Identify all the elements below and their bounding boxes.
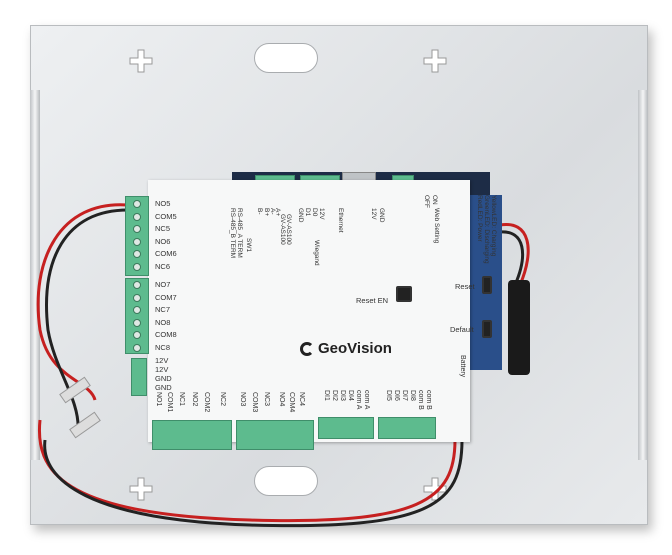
logo-mark-icon	[300, 341, 314, 356]
reset-label: Reset	[455, 282, 475, 291]
terminal-label: NO7	[155, 280, 171, 289]
terminal-label: NO8	[155, 317, 171, 327]
board-label: Wiegand	[313, 240, 320, 266]
input-terminal-block-b	[378, 417, 436, 439]
terminal-screw[interactable]	[133, 212, 141, 221]
brand-name: GeoVision	[318, 340, 392, 357]
power-terminal-label: GND	[155, 374, 172, 383]
input-label: DI2	[331, 390, 338, 401]
board-label: 12V	[318, 208, 325, 220]
terminal-label: NO5	[155, 199, 171, 208]
board-label: ON	[431, 195, 438, 205]
battery-label: Battery	[459, 355, 466, 378]
right-flange	[638, 90, 648, 460]
terminal-label: COM7	[155, 292, 177, 302]
board-label: D1	[304, 208, 311, 217]
board-label: 12V	[370, 208, 377, 220]
bottom-slot	[254, 466, 318, 496]
input-label: DI8	[409, 390, 416, 401]
board-label: D0	[311, 208, 318, 217]
terminal-screw[interactable]	[133, 250, 141, 258]
terminal-screw[interactable]	[133, 318, 141, 327]
board-label: GreenLED: Discharging	[483, 195, 490, 264]
terminal-label: COM5	[155, 211, 177, 221]
terminal-label: NC8	[155, 342, 171, 352]
board-label: SW1	[245, 238, 252, 253]
relay-label: COM2	[203, 392, 210, 413]
terminal-label: NO6	[155, 236, 171, 246]
reset-en-button[interactable]	[396, 286, 412, 302]
board-label: GND	[297, 208, 304, 223]
dc-power-jack	[508, 280, 530, 375]
power-terminal-block	[131, 358, 147, 396]
board-label: Web Setting	[433, 208, 440, 244]
input-terminal-block-a	[318, 417, 374, 439]
relay-label: NO3	[239, 392, 246, 407]
input-label: com A	[363, 390, 370, 410]
power-terminal-label: GND	[155, 383, 172, 392]
relay-label: NO2	[191, 392, 198, 407]
power-terminal-label: 12V	[155, 356, 169, 365]
input-label: DI5	[385, 390, 392, 401]
geovision-logo: GeoVision	[300, 340, 392, 357]
controller-label-sheet	[148, 180, 470, 442]
relay-label: NO4	[278, 392, 285, 407]
terminal-label: COM6	[155, 249, 177, 258]
relay-label: NC4	[298, 392, 305, 407]
board-label: B-	[256, 208, 263, 215]
default-label: Default	[450, 325, 474, 334]
terminal-screw[interactable]	[133, 262, 141, 271]
keyhole-icon	[129, 49, 153, 73]
relay-label: COM3	[251, 392, 258, 413]
relay-terminal-block-3-4	[236, 420, 314, 450]
terminal-label: NC7	[155, 305, 171, 314]
top-slot	[254, 43, 318, 73]
keyhole-icon	[129, 477, 153, 501]
terminal-screw[interactable]	[133, 281, 141, 289]
board-label: GND	[378, 208, 385, 223]
board-label: RS-485_A TERM	[236, 208, 243, 258]
relay-label: NC2	[219, 392, 226, 407]
relay-label: NC1	[178, 392, 185, 407]
input-label: DI7	[401, 390, 408, 401]
terminal-screw[interactable]	[133, 306, 141, 314]
input-label: com B	[417, 390, 424, 410]
input-label: DI6	[393, 390, 400, 401]
keyhole-icon	[423, 49, 447, 73]
default-button[interactable]	[482, 320, 492, 338]
terminal-screw[interactable]	[133, 200, 141, 208]
relay-label: NC3	[263, 392, 270, 407]
terminal-screw[interactable]	[133, 225, 141, 233]
board-label: OFF	[423, 195, 430, 208]
terminal-screw[interactable]	[133, 293, 141, 302]
relay-terminal-block-1-2	[152, 420, 232, 450]
relay-label: COM4	[288, 392, 295, 413]
relay-terminal-block-7-8	[125, 278, 149, 354]
relay-label: COM1	[166, 392, 173, 413]
terminal-label: NC5	[155, 224, 171, 233]
board-label: GV-AS100	[285, 214, 292, 245]
terminal-screw[interactable]	[133, 237, 141, 246]
reset-button[interactable]	[482, 276, 492, 294]
reset-en-label: Reset EN	[356, 296, 389, 305]
terminal-screw[interactable]	[133, 343, 141, 352]
relay-label: NO1	[155, 392, 162, 407]
board-label: RS-485_B TERM	[229, 208, 236, 259]
terminal-screw[interactable]	[133, 331, 141, 339]
board-label: YellowLED: Charging	[490, 195, 497, 257]
input-label: DI1	[323, 390, 330, 401]
input-label: com B	[425, 390, 432, 410]
power-terminal-label: 12V	[155, 365, 169, 374]
input-label: DI3	[339, 390, 346, 401]
input-label: DI4	[347, 390, 354, 401]
input-label: com A	[355, 390, 362, 410]
terminal-label: COM8	[155, 330, 177, 339]
board-label: Ethernet	[337, 208, 344, 233]
board-label: A+	[274, 208, 281, 217]
board-label: RedLED: Power	[476, 195, 483, 242]
left-flange	[30, 90, 40, 460]
terminal-label: NC6	[155, 261, 171, 271]
